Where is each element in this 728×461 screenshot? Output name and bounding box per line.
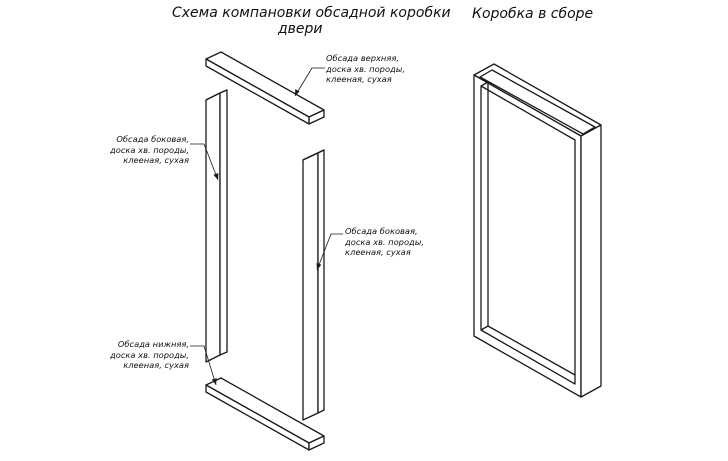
- label-top-board: Обсада верхняя, доска хв. породы, клеена…: [326, 53, 405, 84]
- top-board: [205, 51, 325, 125]
- label-left-side-board: Обсада боковая, доска хв. породы, клеена…: [110, 134, 189, 165]
- assembled-frame: [473, 63, 602, 398]
- scheme-title-line2: двери: [278, 21, 323, 37]
- leader-arrowheads: [211, 89, 322, 385]
- leader-lines: [190, 67, 343, 386]
- right-side-board: [302, 149, 325, 421]
- left-side-board: [205, 89, 228, 363]
- label-right-side-board: Обсада боковая, доска хв. породы, клеена…: [345, 226, 424, 257]
- label-bottom-board: Обсада нижняя, доска хв. породы, клееная…: [110, 339, 189, 370]
- scheme-title-line1: Схема компановки обсадной коробки: [172, 5, 451, 21]
- assembled-title: Коробка в сборе: [472, 6, 594, 22]
